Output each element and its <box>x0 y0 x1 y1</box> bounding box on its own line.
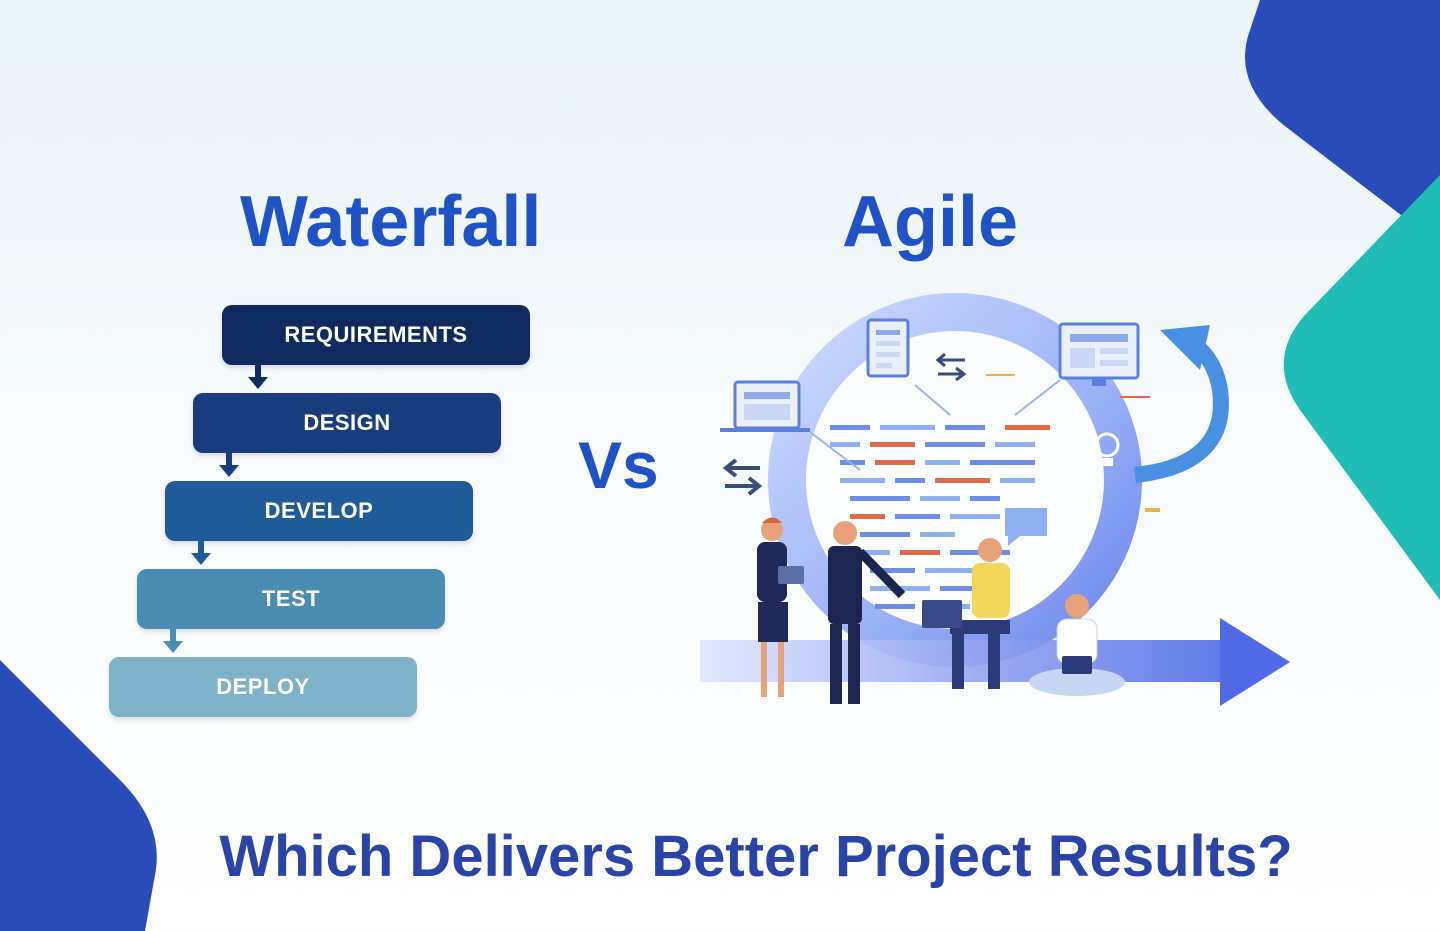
corner-teal-shape <box>1283 175 1440 600</box>
monitor-icon <box>720 380 810 432</box>
corner-blue-shape <box>1245 0 1440 245</box>
question-heading: Which Delivers Better Project Results? <box>219 824 1293 889</box>
step-label: DESIGN <box>303 410 391 435</box>
step-label: REQUIREMENTS <box>284 322 468 347</box>
corner-decoration-bottom-left <box>0 660 157 931</box>
person-seated-laptop <box>922 538 1010 689</box>
step-label: DEPLOY <box>216 674 310 699</box>
lightbulb-icon <box>1094 432 1120 466</box>
waterfall-title: Waterfall <box>240 182 542 262</box>
chat-bubble-icon <box>1005 508 1047 546</box>
person-man-pointing <box>828 521 906 704</box>
connector-lines <box>809 374 1160 512</box>
step-label: DEVELOP <box>264 498 374 523</box>
document-icon <box>866 318 910 378</box>
agile-illustration <box>700 293 1290 706</box>
vs-label: Vs <box>578 428 659 502</box>
person-woman-tablet <box>757 517 804 697</box>
step-test: TEST <box>137 569 445 629</box>
step-requirements: REQUIREMENTS <box>222 305 530 365</box>
forward-arrow-icon <box>700 618 1290 706</box>
person-sitting-laptop <box>1029 594 1125 696</box>
step-design: DESIGN <box>193 393 501 453</box>
swap-arrows-icon <box>935 352 967 382</box>
step-develop: DEVELOP <box>165 481 473 541</box>
monitor-icon <box>1058 322 1140 386</box>
cycle-arrow-icon <box>1134 325 1229 483</box>
step-deploy: DEPLOY <box>109 657 417 717</box>
laptop-icon <box>922 600 962 628</box>
step-label: TEST <box>261 586 321 611</box>
swap-arrows-icon <box>722 458 763 496</box>
tablet-icon <box>778 566 804 584</box>
corner-blue-shape <box>0 660 157 931</box>
laptop-icon <box>1062 656 1092 674</box>
agile-title: Agile <box>842 182 1019 262</box>
corner-decoration-top-right <box>1245 0 1440 600</box>
